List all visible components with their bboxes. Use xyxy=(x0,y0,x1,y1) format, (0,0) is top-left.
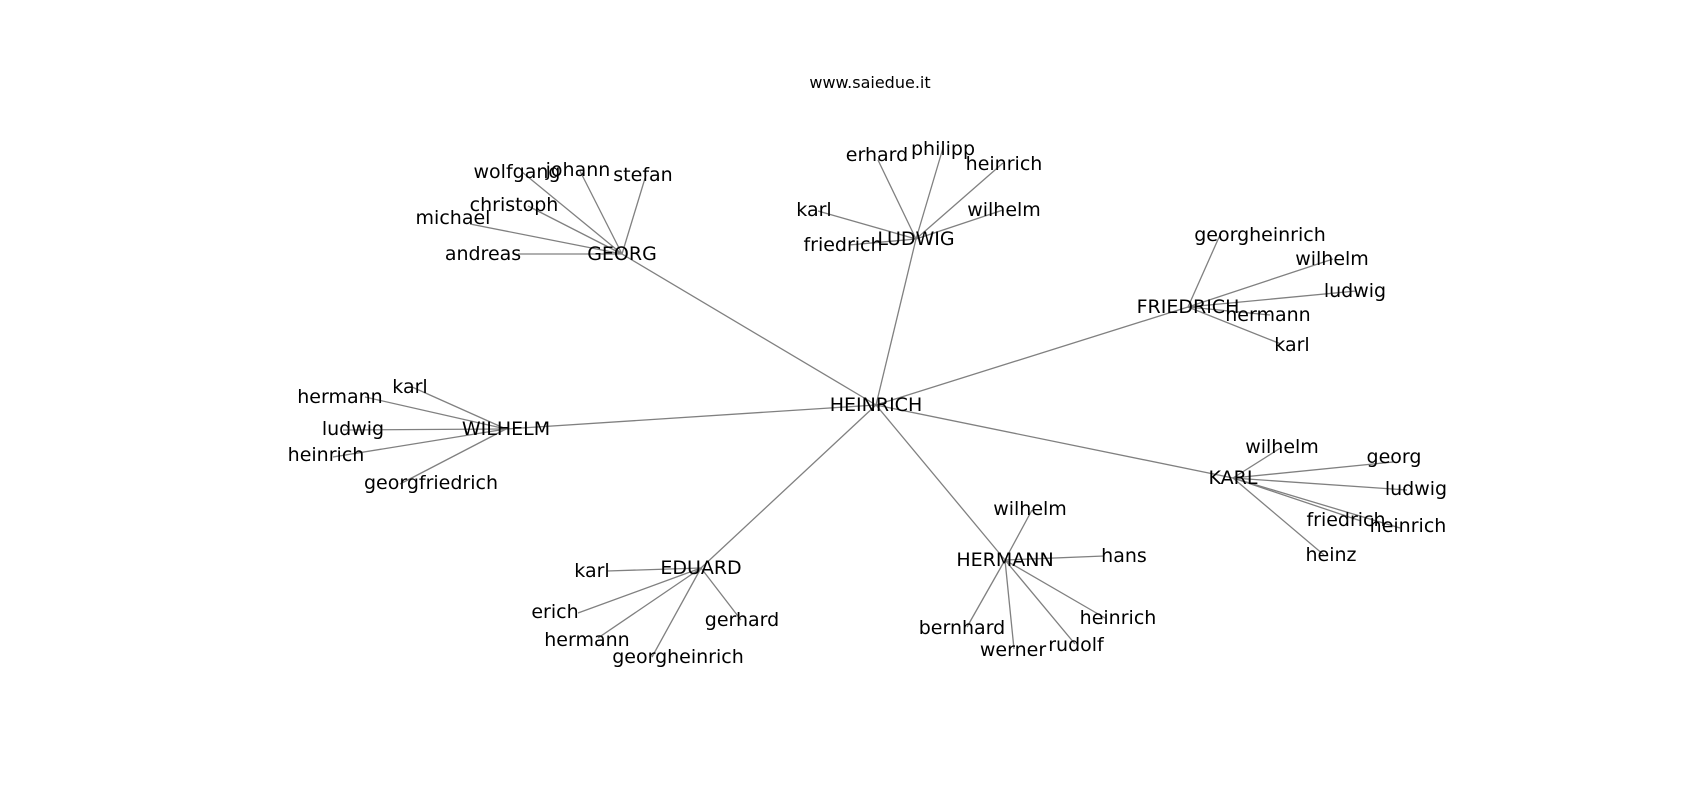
node-leaf-georg-christoph: christoph xyxy=(470,194,559,216)
node-leaf-ludwig-philipp: philipp xyxy=(911,138,975,160)
node-leaf-eduard-georgheinrich: georgheinrich xyxy=(612,646,744,668)
node-leaf-karl-heinz: heinz xyxy=(1305,544,1356,566)
node-hub-georg: GEORG xyxy=(587,243,657,265)
node-leaf-georg-andreas: andreas xyxy=(445,243,521,265)
edge-georg-stefan xyxy=(621,174,647,255)
node-leaf-friedrich-wilhelm: wilhelm xyxy=(1295,248,1369,270)
edge-wilhelm-ludwig xyxy=(342,428,507,431)
edge-friedrich-ludwig xyxy=(1187,290,1357,308)
edge-hermann-werner xyxy=(1004,559,1015,650)
edge-ludwig-erhard xyxy=(877,159,917,240)
edge-ludwig-heinrich xyxy=(915,162,1004,240)
edge-hermann-hans xyxy=(1004,555,1105,561)
edge-karl-heinrich xyxy=(1232,477,1401,529)
edge-karl-ludwig xyxy=(1232,477,1408,491)
node-leaf-hermann-rudolf: rudolf xyxy=(1048,634,1105,656)
node-leaf-hermann-hans: hans xyxy=(1101,545,1147,567)
node-leaf-wilhelm-hermann: hermann xyxy=(297,386,382,408)
node-leaf-hermann-werner: werner xyxy=(980,639,1046,661)
edge-hermann-bernhard xyxy=(966,559,1006,628)
edge-root-eduard xyxy=(700,404,877,569)
node-leaf-friedrich-karl: karl xyxy=(1274,334,1309,356)
node-leaf-wilhelm-georgfriedrich: georgfriedrich xyxy=(364,472,498,494)
node-leaf-wilhelm-ludwig: ludwig xyxy=(322,418,384,440)
edge-eduard-gerhard xyxy=(700,567,742,621)
node-leaf-georg-michael: michael xyxy=(416,207,491,229)
edge-friedrich-georgheinrich xyxy=(1187,234,1221,308)
edge-friedrich-wilhelm xyxy=(1187,258,1334,308)
node-leaf-georg-stefan: stefan xyxy=(613,164,672,186)
edges-layer xyxy=(332,147,1408,658)
node-hub-friedrich: FRIEDRICH xyxy=(1137,296,1240,318)
node-leaf-ludwig-heinrich: heinrich xyxy=(966,153,1043,175)
edge-ludwig-wilhelm xyxy=(915,209,1004,240)
node-leaf-wilhelm-heinrich: heinrich xyxy=(288,444,365,466)
node-root: HEINRICH xyxy=(830,394,922,416)
edge-wilhelm-heinrich xyxy=(332,428,507,458)
edge-wilhelm-hermann xyxy=(364,396,507,430)
edge-georg-johann xyxy=(579,170,623,255)
edge-root-wilhelm xyxy=(505,404,877,430)
edge-hermann-wilhelm xyxy=(1004,509,1033,561)
node-leaf-ludwig-wilhelm: wilhelm xyxy=(967,199,1041,221)
node-leaf-friedrich-ludwig: ludwig xyxy=(1324,280,1386,302)
edge-georg-michael xyxy=(469,223,623,255)
node-leaf-hermann-wilhelm: wilhelm xyxy=(993,498,1067,520)
node-leaf-ludwig-erhard: erhard xyxy=(846,144,908,166)
node-hub-hermann: HERMANN xyxy=(956,549,1053,571)
edge-eduard-georgheinrich xyxy=(651,567,702,658)
edge-eduard-karl xyxy=(606,567,702,572)
node-leaf-karl-wilhelm: wilhelm xyxy=(1245,436,1319,458)
node-leaf-eduard-erich: erich xyxy=(531,601,578,623)
diagram-title: www.saiedue.it xyxy=(809,73,930,92)
edge-eduard-erich xyxy=(577,567,702,614)
node-leaf-ludwig-friedrich: friedrich xyxy=(803,234,882,256)
node-leaf-ludwig-karl: karl xyxy=(796,199,831,221)
edge-ludwig-karl xyxy=(817,210,917,240)
node-leaf-georg-wolfgang: wolfgang xyxy=(474,161,561,183)
edge-wilhelm-georgfriedrich xyxy=(399,428,507,485)
node-hub-eduard: EDUARD xyxy=(660,557,741,579)
edge-root-georg xyxy=(621,253,877,406)
node-leaf-karl-friedrich: friedrich xyxy=(1306,509,1385,531)
node-leaf-karl-georg: georg xyxy=(1367,446,1422,468)
edge-ludwig-philipp xyxy=(915,147,944,240)
edge-root-ludwig xyxy=(875,238,917,406)
node-leaf-eduard-hermann: hermann xyxy=(544,629,629,651)
node-hub-wilhelm: WILHELM xyxy=(462,418,550,440)
edge-hermann-rudolf xyxy=(1004,559,1076,645)
node-leaf-georg-johann: johann xyxy=(545,159,611,181)
edge-georg-wolfgang xyxy=(521,171,623,255)
node-leaf-hermann-heinrich: heinrich xyxy=(1080,607,1157,629)
node-leaf-eduard-karl: karl xyxy=(574,560,609,582)
node-leaf-karl-heinrich: heinrich xyxy=(1370,515,1447,537)
edge-karl-georg xyxy=(1232,461,1394,479)
node-leaf-wilhelm-karl: karl xyxy=(392,376,427,398)
node-leaf-friedrich-georgheinrich: georgheinrich xyxy=(1194,224,1326,246)
node-leaf-karl-ludwig: ludwig xyxy=(1385,478,1447,500)
node-hub-ludwig: LUDWIG xyxy=(877,228,954,250)
edge-friedrich-karl xyxy=(1187,306,1282,345)
edge-ludwig-friedrich xyxy=(848,238,917,246)
edge-root-hermann xyxy=(875,404,1006,561)
edge-georg-christoph xyxy=(527,205,623,255)
edge-hermann-heinrich xyxy=(1004,559,1106,619)
edge-karl-friedrich xyxy=(1232,477,1362,522)
edge-eduard-hermann xyxy=(597,567,702,639)
edge-karl-heinz xyxy=(1232,477,1325,556)
edge-wilhelm-karl xyxy=(411,386,507,430)
node-leaf-eduard-gerhard: gerhard xyxy=(705,609,779,631)
edge-root-friedrich xyxy=(875,306,1189,406)
node-hub-karl: KARL xyxy=(1209,467,1258,489)
edge-karl-wilhelm xyxy=(1232,446,1283,479)
node-leaf-hermann-bernhard: bernhard xyxy=(919,617,1006,639)
edge-root-karl xyxy=(875,404,1234,479)
edge-friedrich-hermann xyxy=(1187,306,1271,316)
node-leaf-friedrich-hermann: hermann xyxy=(1225,304,1310,326)
